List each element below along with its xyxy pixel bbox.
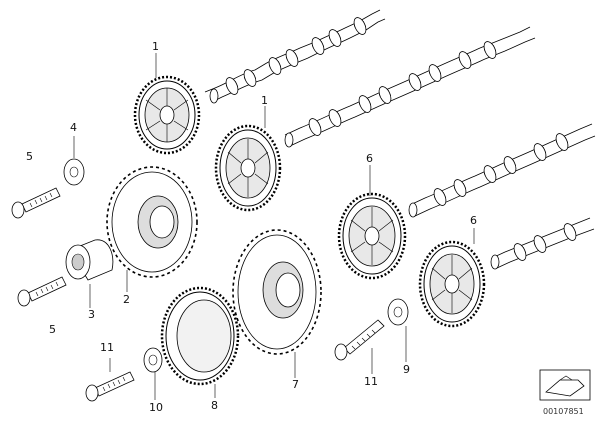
bolt-5-upper — [11, 187, 61, 219]
spoked-gear-6b — [418, 240, 486, 328]
washer-9 — [387, 298, 409, 326]
hub-3 — [65, 239, 114, 281]
callout-1-upper: 1 — [152, 40, 159, 53]
washer-10 — [143, 347, 163, 373]
sprocket-7 — [232, 229, 322, 355]
callout-9: 9 — [403, 363, 410, 376]
camshaft-second — [284, 26, 536, 148]
callout-1-lower: 1 — [261, 94, 268, 107]
gear-8 — [160, 286, 240, 386]
callout-11-left: 11 — [100, 341, 114, 354]
sprocket-2 — [106, 166, 198, 278]
reference-code: 00107851 — [543, 407, 584, 416]
callout-5-lower: 5 — [49, 323, 56, 336]
spoked-gear-6a — [337, 192, 407, 280]
bolt-5-lower — [17, 276, 67, 307]
callout-11-right: 11 — [364, 375, 378, 388]
spoked-gear-1a — [133, 75, 201, 155]
leader-lines — [73, 53, 475, 400]
washer-4 — [63, 158, 85, 186]
callout-5-upper: 5 — [26, 150, 33, 163]
callout-8: 8 — [211, 399, 218, 412]
callout-7: 7 — [292, 378, 299, 391]
callout-4: 4 — [70, 121, 77, 134]
camshaft-third — [408, 123, 596, 218]
callout-10: 10 — [149, 401, 163, 414]
callout-6-upper: 6 — [366, 152, 373, 165]
callout-2: 2 — [123, 293, 130, 306]
bolt-11-right — [334, 319, 385, 361]
bolt-11-left — [85, 371, 135, 402]
callout-3: 3 — [88, 308, 95, 321]
callout-6-lower: 6 — [470, 214, 477, 227]
callout-labels: 1 1 4 5 6 6 5 3 2 7 9 11 11 10 8 — [26, 40, 477, 414]
part-outline-icon — [545, 379, 585, 397]
spoked-gear-1b — [214, 124, 282, 212]
camshaft-upper — [204, 9, 386, 104]
reference-box: 00107851 — [539, 369, 591, 416]
camshaft-fourth — [490, 217, 595, 270]
